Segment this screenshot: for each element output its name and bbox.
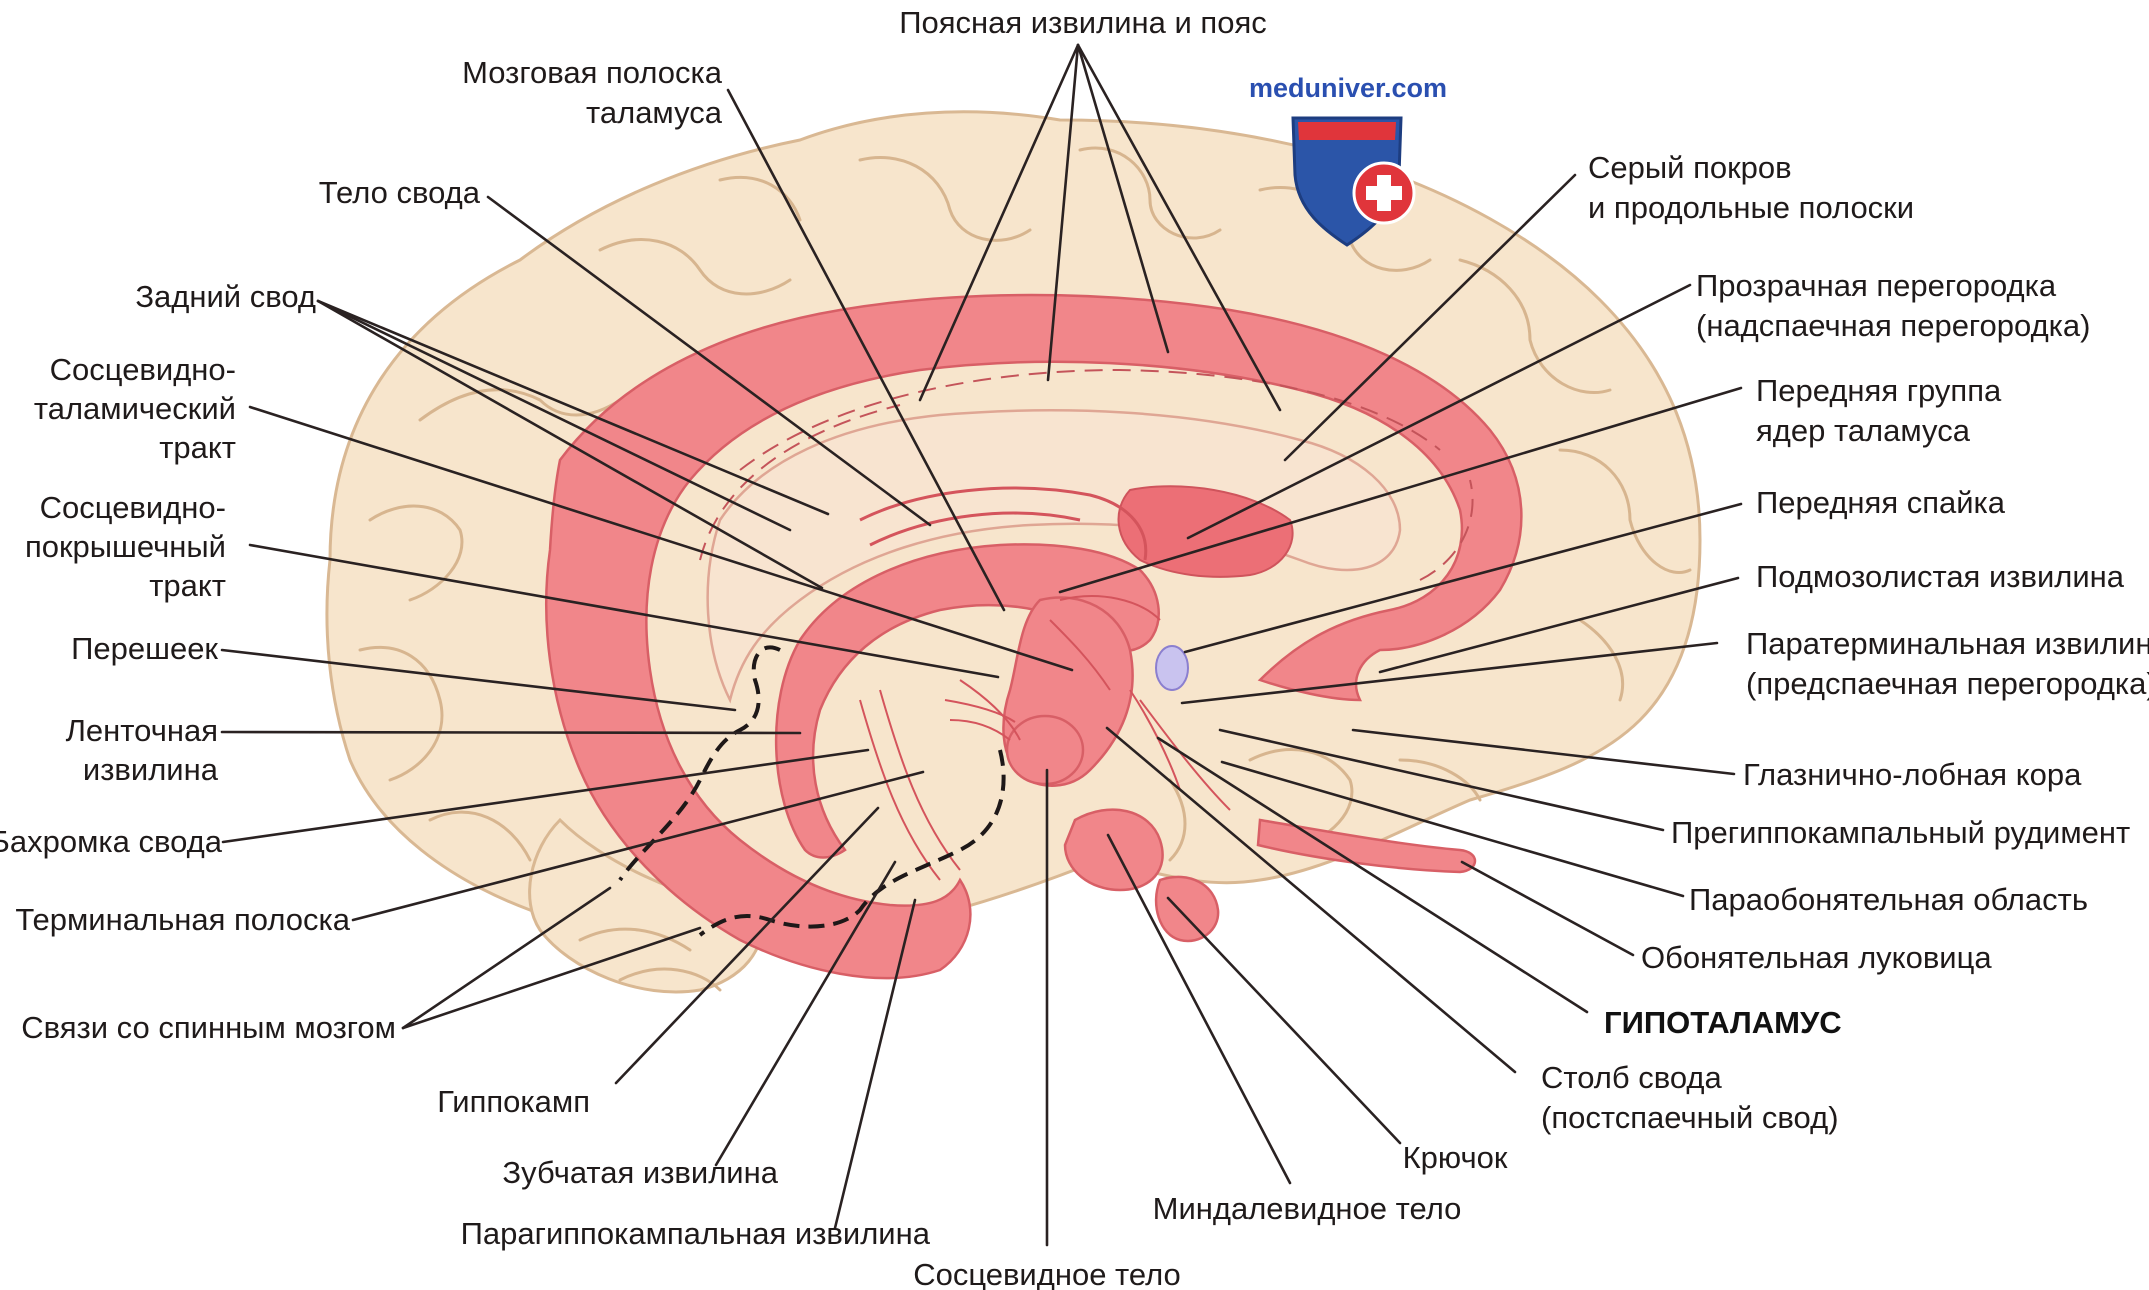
label-indusium-2: и продольные полоски [1588,190,1914,225]
label-anterior-commissure: Передняя спайка [1756,485,2006,520]
label-fornix-body: Тело свода [319,175,481,210]
label-mammillothalamic-2: таламический [34,391,236,426]
label-mammillary-body: Сосцевидное тело [913,1257,1181,1290]
label-paraterminal-1: Паратерминальная извилина [1746,626,2149,661]
label-mammillothalamic-3: тракт [159,430,236,465]
label-orbitofrontal: Глазнично-лобная кора [1743,757,2082,792]
label-fasciolar-2: извилина [83,752,219,787]
label-posterior-fornix: Задний свод [135,279,316,314]
label-parahippocampal: Парагиппокампальная извилина [461,1216,931,1251]
label-stria-medullaris-2: таламуса [586,95,723,130]
label-mammillotegmental-2: покрышечный [25,529,226,564]
label-fimbria: Бахромка свода [0,824,223,859]
label-uncus: Крючок [1403,1140,1508,1175]
label-dentate: Зубчатая извилина [502,1155,778,1190]
label-fornix-column-1: Столб свода [1541,1060,1723,1095]
label-fasciolar-1: Ленточная [66,713,218,748]
mammillary-body-shape [1007,716,1083,784]
label-amygdala: Миндалевидное тело [1153,1191,1462,1226]
label-septum-1: Прозрачная перегородка [1696,268,2057,303]
label-anterior-thalamic-2: ядер таламуса [1756,413,1971,448]
uncus-shape [1156,877,1218,941]
label-prehippocampal: Прегиппокампальный рудимент [1671,815,2130,850]
label-anterior-thalamic-1: Передняя группа [1756,373,2002,408]
watermark-site-text: meduniver.com [1249,73,1447,103]
label-subcallosal: Подмозолистая извилина [1756,559,2125,594]
label-spinal-connections: Связи со спинным мозгом [21,1010,396,1045]
label-fornix-column-2: (постспаечный свод) [1541,1100,1839,1135]
label-parolfactory: Параобонятельная область [1689,882,2088,917]
label-cingulate: Поясная извилина и пояс [899,5,1267,40]
label-indusium-1: Серый покров [1588,150,1792,185]
label-olfactory-bulb: Обонятельная луковица [1641,940,1992,975]
label-mammillothalamic-1: Сосцевидно- [50,352,236,387]
label-mammillotegmental-3: тракт [149,568,226,603]
label-mammillotegmental-1: Сосцевидно- [40,490,226,525]
amygdala-shape [1065,810,1163,890]
label-hippocampus: Гиппокамп [437,1084,590,1119]
label-stria-terminalis: Терминальная полоска [15,902,350,937]
label-hypothalamus: ГИПОТАЛАМУС [1604,1005,1842,1040]
label-septum-2: (надспаечная перегородка) [1696,308,2091,343]
label-isthmus: Перешеек [71,631,218,666]
label-stria-medullaris-1: Мозговая полоска [462,55,723,90]
label-paraterminal-2: (предспаечная перегородка) [1746,666,2149,701]
anterior-commissure-shape [1156,646,1188,690]
